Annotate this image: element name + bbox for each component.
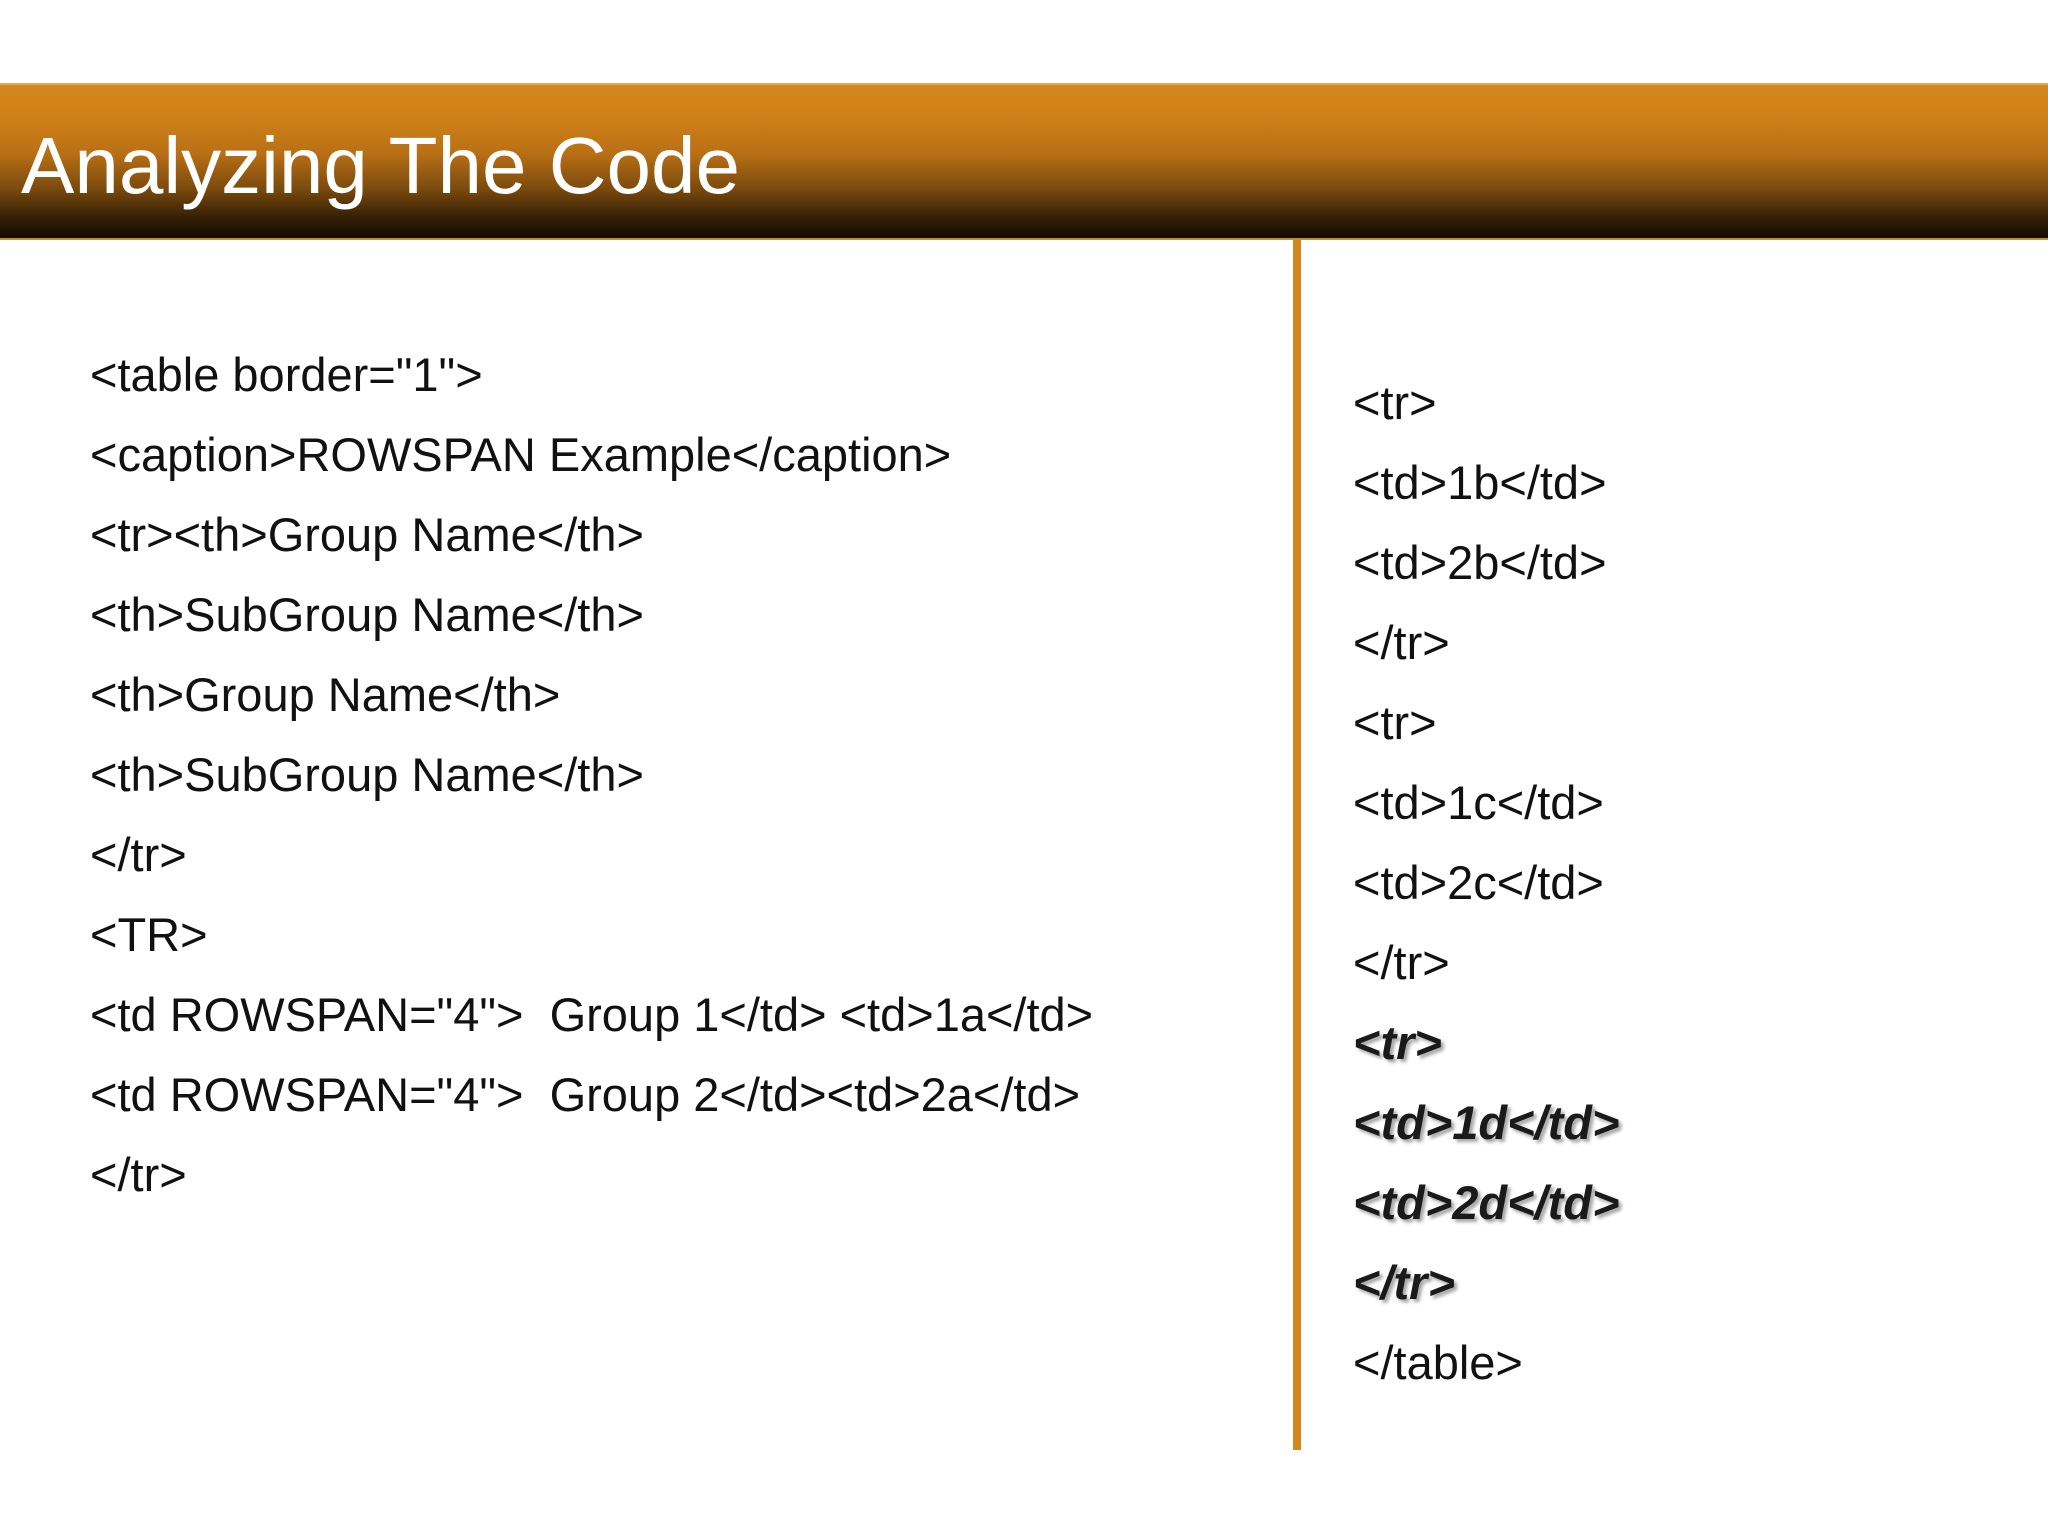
- column-divider: [1293, 240, 1301, 1450]
- code-line: <th>SubGroup Name</th>: [90, 748, 644, 801]
- code-line: <caption>ROWSPAN Example</caption>: [90, 428, 952, 481]
- code-line-highlighted: <td>2d</td>: [1353, 1176, 1620, 1229]
- slide-title: Analyzing The Code: [21, 121, 740, 210]
- title-bar: [0, 83, 2048, 240]
- code-line-highlighted: <td>1d</td>: [1353, 1096, 1620, 1149]
- code-line: <td>1c</td>: [1353, 776, 1604, 829]
- code-line: <tr><th>Group Name</th>: [90, 508, 644, 561]
- code-line: <td>1b</td>: [1353, 456, 1607, 509]
- code-line: <td>2b</td>: [1353, 536, 1607, 589]
- code-line: <td>2c</td>: [1353, 856, 1604, 909]
- code-line: <th>SubGroup Name</th>: [90, 588, 644, 641]
- code-line: <TR>: [90, 908, 208, 961]
- code-line: </tr>: [90, 1148, 187, 1201]
- code-line-highlighted: <tr>: [1353, 1016, 1442, 1069]
- code-line: <tr>: [1353, 376, 1437, 429]
- code-line: </table>: [1353, 1336, 1523, 1389]
- code-line: <table border="1">: [90, 348, 483, 401]
- code-line: </tr>: [1353, 936, 1450, 989]
- code-line: </tr>: [90, 828, 187, 881]
- code-line: <th>Group Name</th>: [90, 668, 561, 721]
- code-line-highlighted: </tr>: [1353, 1256, 1455, 1309]
- code-line: <td ROWSPAN="4"> Group 1</td> <td>1a</td…: [90, 988, 1094, 1041]
- code-line: <td ROWSPAN="4"> Group 2</td><td>2a</td>: [90, 1068, 1081, 1121]
- code-line: </tr>: [1353, 616, 1450, 669]
- code-line: <tr>: [1353, 696, 1437, 749]
- left-code-column: <table border="1"> <caption>ROWSPAN Exam…: [90, 335, 1093, 1215]
- right-code-column: <tr> <td>1b</td> <td>2b</td> </tr> <tr> …: [1353, 363, 1619, 1403]
